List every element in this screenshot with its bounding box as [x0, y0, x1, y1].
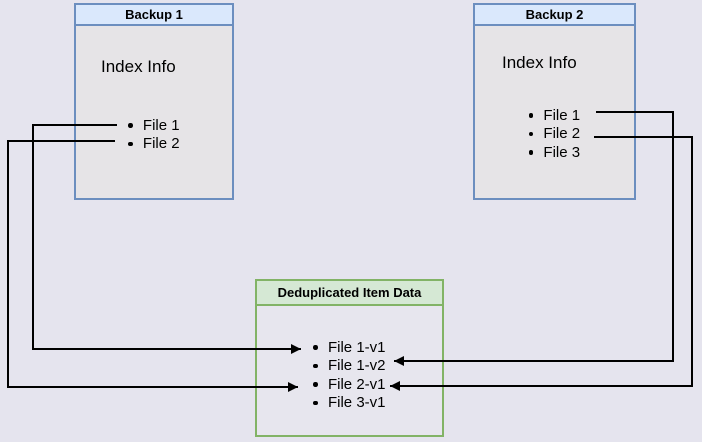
list-item-label: File 1-v1 — [327, 338, 386, 356]
list-item: File 2-v1 — [255, 375, 444, 394]
backup2-index-info-label: Index Info — [502, 53, 577, 72]
list-item-label: File 3-v1 — [327, 394, 386, 412]
list-item-label: File 2 — [543, 125, 581, 143]
bullet-icon — [128, 141, 133, 146]
bullet-icon — [528, 113, 534, 118]
list-item: File 3-v1 — [255, 394, 444, 413]
list-item-label: File 2-v1 — [327, 375, 386, 393]
backup1-box: Backup 1 — [74, 3, 234, 200]
list-item: File 1-v1 — [255, 338, 444, 357]
list-item: File 2 — [473, 125, 636, 144]
list-item: File 1 — [473, 106, 636, 125]
list-item-label: File 3 — [543, 143, 581, 161]
list-item-label: File 1-v2 — [327, 357, 386, 375]
bullet-icon — [313, 382, 318, 387]
bullet-icon — [128, 123, 133, 128]
list-item-label: File 2 — [142, 135, 180, 153]
bullet-icon — [313, 363, 318, 368]
dedup-title: Deduplicated Item Data — [257, 281, 442, 306]
list-item-label: File 1 — [543, 106, 581, 124]
bullet-icon — [313, 400, 318, 405]
bullet-icon — [313, 345, 318, 350]
backup2-box: Backup 2 — [473, 3, 636, 200]
backup1-index-info-label: Index Info — [101, 57, 176, 76]
list-item: File 3 — [473, 143, 636, 162]
list-item-label: File 1 — [142, 116, 180, 134]
backup2-title: Backup 2 — [475, 5, 634, 26]
list-item: File 2 — [74, 135, 234, 154]
list-item: File 1-v2 — [255, 357, 444, 376]
backup1-title: Backup 1 — [76, 5, 232, 26]
bullet-icon — [528, 131, 534, 136]
list-item: File 1 — [74, 116, 234, 135]
bullet-icon — [528, 150, 534, 155]
